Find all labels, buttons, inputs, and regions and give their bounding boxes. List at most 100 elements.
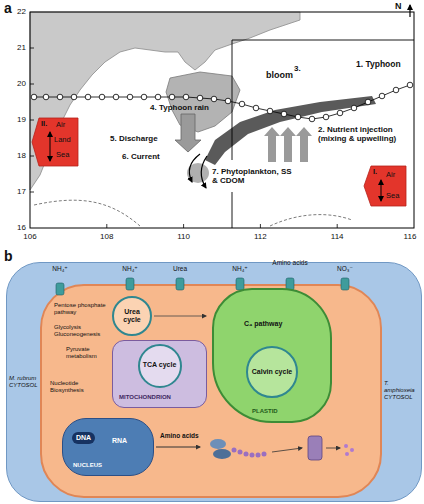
rect-shape (176, 278, 184, 290)
node-text: NUCLEUS (73, 462, 102, 469)
path-shape (154, 316, 206, 317)
text-holder: 1. Typhoon (356, 60, 401, 70)
text-holder: Amino acids (270, 259, 310, 266)
circle-shape (113, 94, 119, 100)
circle-shape (393, 87, 399, 93)
text-holder: a (4, 0, 12, 16)
axis-tick-label: 112 (248, 232, 272, 241)
cycle-circle: Urea cycle (112, 296, 152, 336)
line-shape (50, 132, 51, 161)
pathway-label: Nucleotide Biosynthesis (50, 380, 106, 394)
polygon-shape (32, 118, 78, 166)
text-holder: 21 (2, 43, 26, 52)
text-holder: Air (56, 121, 65, 130)
circle-shape (295, 114, 301, 120)
text-holder: NH₄⁺ (50, 265, 70, 272)
circle-shape (99, 94, 105, 100)
circle-shape (379, 93, 385, 99)
path-shape (409, 5, 410, 17)
cell-region: T. amphioxeia CYTOSOLMITOCHONDRIONTCA cy… (40, 284, 382, 498)
polygon-shape (264, 127, 280, 162)
rect-shape (56, 283, 64, 295)
cycle-circle: TCA cycle (138, 344, 182, 388)
text-holder: N (395, 1, 402, 11)
circle-shape (225, 98, 231, 104)
path-shape (189, 154, 200, 182)
g-shape (344, 444, 354, 456)
circle-shape (211, 96, 217, 102)
node-text: Air (56, 121, 65, 130)
circle-shape (141, 94, 147, 100)
axis-tick-label: 106 (18, 232, 42, 241)
circle-shape (256, 453, 261, 458)
node-text: II. (41, 120, 47, 129)
circle-shape (253, 105, 259, 111)
axis-tick-label: 22 (2, 7, 26, 16)
polygon-shape (175, 114, 201, 152)
path-shape (232, 40, 414, 228)
text-holder: NUCLEUS (73, 462, 102, 469)
circle-shape (365, 99, 371, 105)
path-shape (156, 447, 200, 448)
circle-shape (309, 116, 315, 122)
path-shape (201, 156, 207, 188)
circle-shape (267, 108, 273, 114)
text-holder: Air (386, 171, 395, 180)
text-holder: bloom (266, 70, 293, 80)
node-text: T. amphioxeia CYTOSOL (384, 380, 420, 401)
text-holder: Calvin cycle (250, 368, 294, 376)
circle-shape (57, 94, 63, 100)
north-label: N (395, 1, 402, 11)
callout-text: 4. Typhoon rain (150, 103, 209, 112)
text-holder: NH₄⁺ (230, 265, 250, 272)
node-text: Air (386, 171, 395, 180)
molecule-label: RNA (112, 437, 127, 445)
text-holder: 114 (325, 232, 349, 241)
text-holder: Pentose phosphate pathway (54, 302, 108, 316)
callout-text: 2. Nutrient injection (mixing & upwellin… (318, 125, 410, 143)
circle-shape (238, 450, 243, 455)
rect-shape (30, 12, 414, 228)
node-text: Land (54, 136, 71, 145)
circle-shape (85, 94, 91, 100)
circle-shape (345, 452, 349, 456)
text-holder: Land (54, 136, 71, 145)
circle-shape (262, 452, 267, 457)
polyline-shape (34, 85, 410, 119)
circle-shape (350, 448, 354, 452)
exchange-box-shape (364, 166, 406, 206)
node-text: MITOCHONDRION (119, 394, 171, 401)
polygon-shape (166, 72, 240, 132)
circle-shape (197, 95, 203, 101)
text-holder: Sea (56, 151, 69, 160)
path-shape (30, 48, 337, 228)
transporter-label: NO₃⁻ (335, 265, 355, 272)
text-holder: 16 (2, 223, 26, 232)
callout-text: 7. Phytoplankton, SS & CDOM (212, 167, 294, 185)
plastid-shape: C₄ pathwayPLASTIDCalvin cycle (212, 288, 332, 423)
polygon-shape (364, 166, 406, 206)
text-holder: 18 (2, 151, 26, 160)
axis-tick-label: 108 (95, 232, 119, 241)
text-holder: Nucleotide Biosynthesis (50, 380, 106, 394)
text-holder: T. amphioxeia CYTOSOL (384, 380, 420, 401)
nucleus-box: NUCLEUS (62, 418, 154, 476)
callout-text: bloom (266, 70, 293, 80)
circle-shape (169, 94, 175, 100)
circle-shape (232, 448, 237, 453)
transporter-label: Urea (168, 265, 192, 272)
text-holder: 7. Phytoplankton, SS & CDOM (212, 167, 294, 185)
mitochondrion-box: MITOCHONDRION TCA cycle (112, 340, 207, 408)
node-text: Sea (56, 151, 69, 160)
rect-shape (308, 436, 322, 460)
text-holder: II. (41, 120, 47, 129)
callout-text: 1. Typhoon (356, 60, 401, 70)
molecule-label: DNA (72, 432, 95, 444)
panel-letter: b (4, 248, 13, 264)
path-shape (272, 448, 302, 452)
node-text: C₄ pathway (244, 320, 282, 328)
polygon-shape (280, 127, 296, 162)
axis-tick-label: 110 (172, 232, 196, 241)
text-holder: 112 (248, 232, 272, 241)
axis-tick-label: 18 (2, 151, 26, 160)
